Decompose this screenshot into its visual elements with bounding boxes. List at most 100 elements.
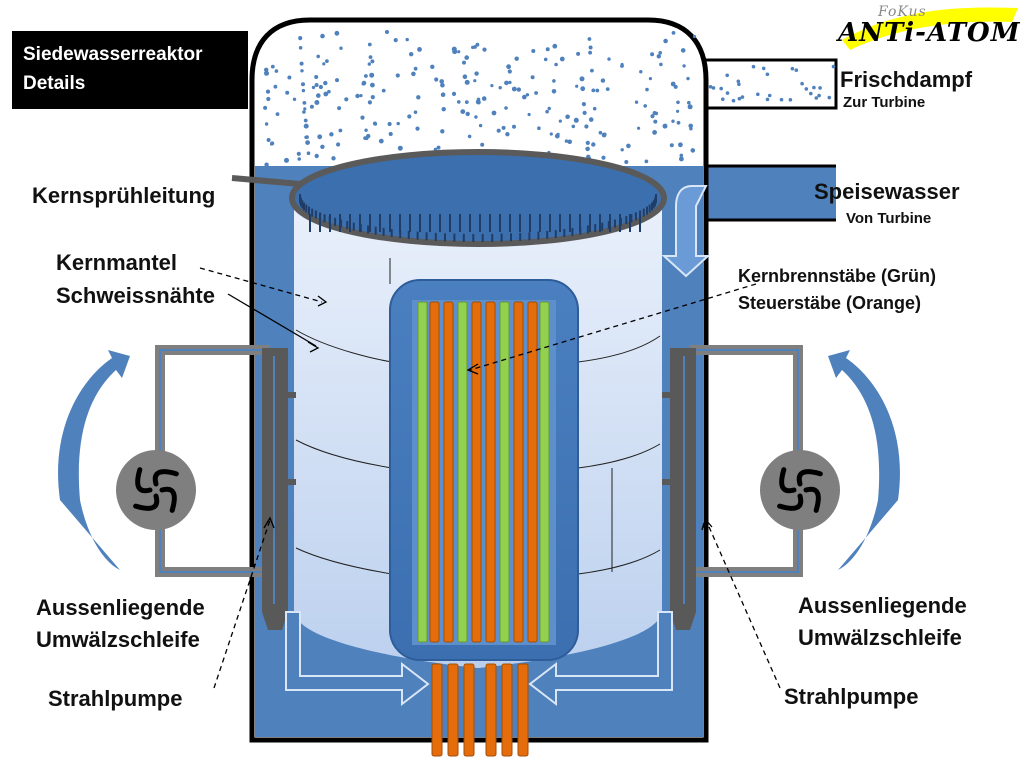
steam-dot bbox=[585, 140, 590, 145]
pump-blade bbox=[133, 493, 160, 511]
steam-dot bbox=[264, 67, 269, 73]
steam-dot bbox=[478, 123, 483, 128]
steam-dot bbox=[302, 101, 307, 105]
steam-dot bbox=[407, 114, 412, 119]
steam-dot bbox=[545, 47, 550, 52]
steam-dot bbox=[585, 146, 590, 152]
label-zur-turbine: Zur Turbine bbox=[843, 94, 926, 111]
steam-dot bbox=[338, 128, 343, 133]
pump-blade bbox=[152, 469, 179, 487]
steam-dot bbox=[508, 80, 512, 85]
steam-dot bbox=[818, 86, 822, 90]
steam-dot bbox=[620, 64, 624, 68]
steam-dot bbox=[643, 104, 647, 108]
steam-dot bbox=[580, 86, 586, 92]
steam-dot bbox=[264, 162, 269, 167]
logo-main-text: ANTi-ATOM bbox=[838, 18, 1021, 48]
fuel-rod bbox=[417, 301, 428, 643]
steam-dot bbox=[687, 100, 691, 105]
steam-dot bbox=[264, 122, 269, 126]
steam-dot bbox=[269, 142, 274, 146]
steam-dot bbox=[367, 100, 372, 105]
steam-dot bbox=[725, 91, 730, 95]
steam-dot bbox=[367, 62, 371, 66]
steam-dot bbox=[552, 79, 556, 83]
steam-dots bbox=[263, 30, 836, 168]
steam-dot bbox=[751, 64, 756, 69]
steam-dot bbox=[298, 36, 303, 41]
steam-dot bbox=[381, 88, 386, 93]
steam-dot bbox=[761, 66, 766, 71]
steam-dot bbox=[314, 100, 320, 105]
steam-dot bbox=[676, 109, 680, 113]
steam-dot bbox=[809, 91, 813, 96]
steam-dot bbox=[512, 124, 516, 129]
logo-swoosh bbox=[842, 7, 1018, 50]
steam-dot bbox=[559, 56, 565, 62]
steam-dot bbox=[567, 139, 572, 145]
steam-dot bbox=[331, 156, 336, 161]
steam-dot bbox=[396, 121, 400, 126]
steam-dot bbox=[476, 100, 481, 105]
steam-dot bbox=[482, 47, 487, 52]
steam-dot bbox=[725, 73, 729, 78]
steam-dot bbox=[320, 144, 325, 149]
title-line-1: Siedewasserreaktor bbox=[23, 44, 203, 65]
steam-dot bbox=[573, 117, 579, 123]
steam-dot bbox=[323, 91, 329, 97]
label-strahlpumpe-right: Strahlpumpe bbox=[784, 684, 919, 709]
steam-dot bbox=[591, 142, 596, 147]
steam-dot bbox=[591, 88, 596, 93]
steam-dot bbox=[537, 126, 541, 130]
steam-dot bbox=[588, 45, 593, 50]
steam-dot bbox=[525, 93, 530, 97]
steam-dot bbox=[673, 84, 678, 89]
steam-dot bbox=[545, 109, 549, 114]
steam-dot bbox=[554, 62, 558, 67]
steam-dot bbox=[680, 48, 686, 53]
steam-dot bbox=[676, 120, 681, 125]
core-spray-line bbox=[231, 175, 301, 187]
steam-dot bbox=[451, 46, 457, 52]
steam-dot bbox=[490, 84, 494, 88]
steam-dot bbox=[598, 130, 603, 135]
control-rod-drive bbox=[431, 663, 443, 757]
steam-dot bbox=[653, 119, 658, 124]
steam-dot bbox=[767, 93, 772, 98]
steam-dot bbox=[817, 93, 821, 98]
steam-dot bbox=[804, 87, 809, 91]
steam-dot bbox=[671, 31, 676, 35]
control-rod-drive bbox=[447, 663, 459, 757]
steam-dot bbox=[756, 92, 760, 97]
steam-dot bbox=[678, 142, 683, 148]
steam-dot bbox=[355, 93, 360, 99]
label-kernbrennstaebe: Kernbrennstäbe (Grün) bbox=[738, 266, 937, 286]
control-rod bbox=[513, 301, 524, 643]
steam-dot bbox=[626, 143, 631, 149]
steam-dot bbox=[320, 33, 325, 39]
steam-dot bbox=[325, 59, 329, 63]
steam-dot bbox=[650, 52, 655, 57]
steam-dot bbox=[549, 132, 553, 136]
steam-dot bbox=[388, 131, 393, 137]
steam-dot bbox=[639, 70, 643, 74]
steam-dot bbox=[464, 100, 469, 104]
steam-dot bbox=[302, 110, 306, 114]
steam-dot bbox=[679, 156, 684, 162]
steam-dot bbox=[430, 64, 435, 70]
steam-dot bbox=[496, 128, 501, 133]
steam-dot bbox=[457, 100, 461, 104]
steam-dot bbox=[473, 79, 477, 83]
steam-dot bbox=[506, 64, 511, 70]
steam-dot bbox=[576, 51, 581, 56]
fuel-rod bbox=[457, 301, 468, 643]
steam-dot bbox=[740, 95, 745, 99]
steam-dot bbox=[504, 106, 508, 110]
steam-dot bbox=[547, 106, 551, 111]
steam-dot bbox=[534, 91, 538, 95]
steam-dot bbox=[688, 123, 693, 129]
steam-dot bbox=[337, 106, 342, 111]
steam-dot bbox=[584, 124, 589, 129]
steam-dot bbox=[501, 125, 506, 130]
steam-dot bbox=[464, 55, 470, 60]
